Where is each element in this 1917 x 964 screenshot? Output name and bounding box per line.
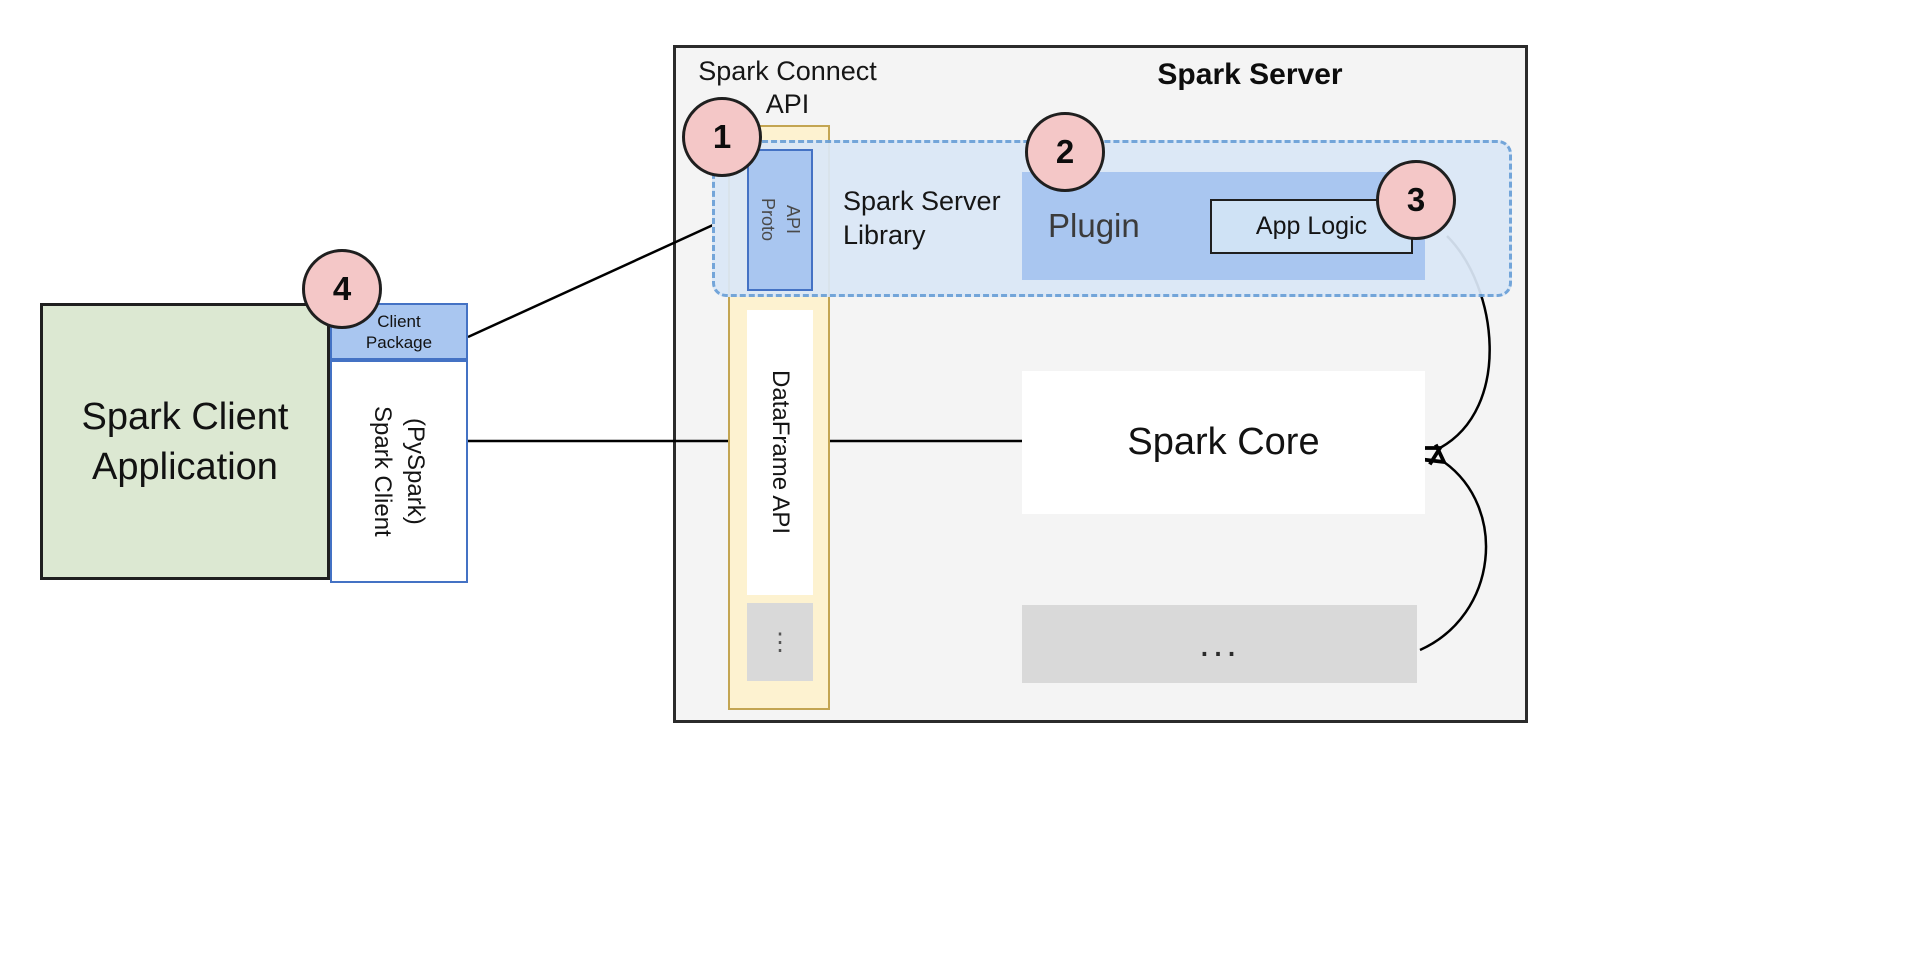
spark-client-pyspark-box: Spark Client (PySpark) [330,360,468,583]
step-badge-4: 4 [302,249,382,329]
spark-server-title: Spark Server [1157,58,1343,91]
step-badge-1: 1 [682,97,762,177]
plugin-label: Plugin [1048,207,1140,244]
spark-client-pyspark-label: Spark Client (PySpark) [369,406,429,537]
proto-api-box: Proto API [747,149,813,291]
spark-core-box: Spark Core [1022,371,1425,514]
spark-connect-api-label: Spark Connect API [698,56,877,119]
api-column-ellipsis-box: ⋮ [747,603,813,681]
server-ellipsis-box: ... [1022,605,1417,683]
app-logic-box: App Logic [1210,199,1413,254]
spark-server-library-label: Spark Server Library [843,186,1001,250]
dataframe-api-label: DataFrame API [767,370,794,535]
step-badge-2: 2 [1025,112,1105,192]
step-badge-3: 3 [1376,160,1456,240]
proto-api-label: Proto API [758,198,803,242]
spark-client-application-box: Spark Client Application [40,303,330,580]
dataframe-api-box: DataFrame API [747,310,813,595]
